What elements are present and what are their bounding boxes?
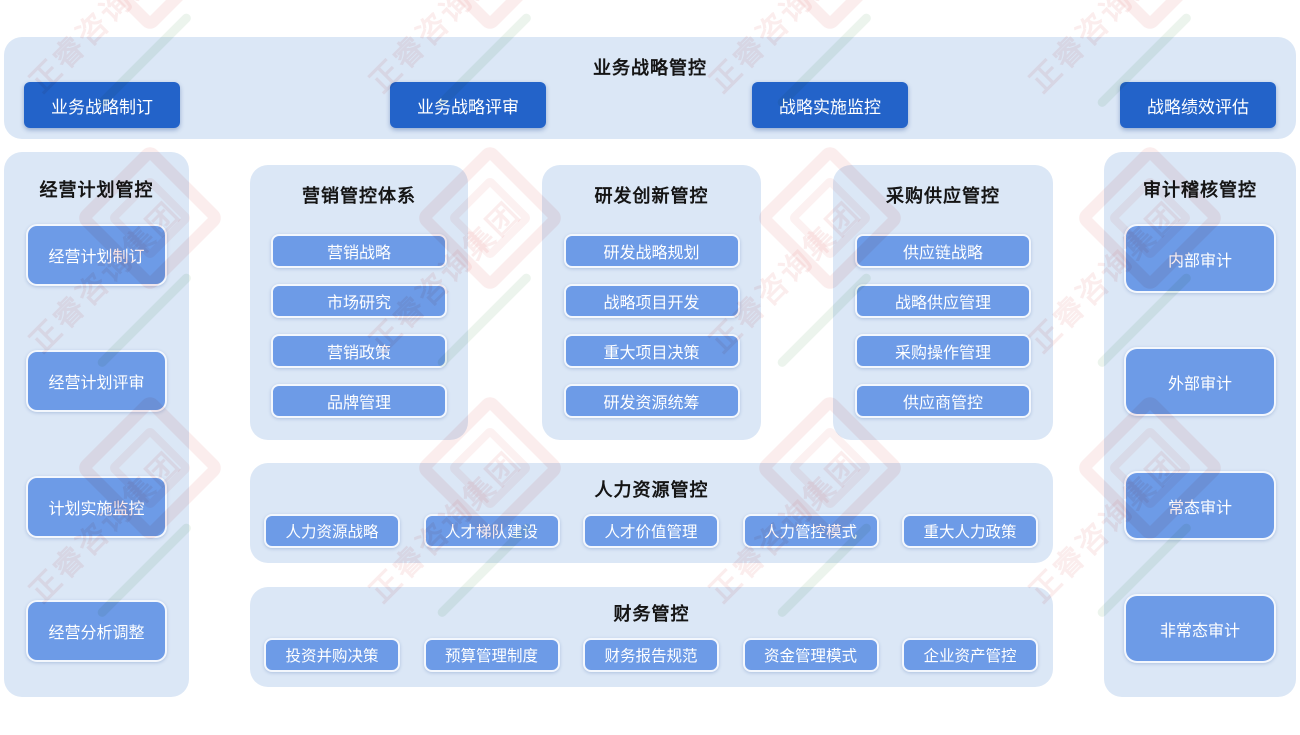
plan-item[interactable]: 经营计划评审	[26, 350, 167, 412]
hr-item[interactable]: 人力资源战略	[264, 514, 400, 548]
audit-item[interactable]: 内部审计	[1124, 224, 1276, 293]
procurement-item[interactable]: 供应商管控	[855, 384, 1031, 418]
hr-items-row: 人力资源战略 人才梯队建设 人才价值管理 人力管控模式 重大人力政策	[264, 514, 1038, 548]
hr-item[interactable]: 人才价值管理	[583, 514, 719, 548]
strategy-performance-eval-button[interactable]: 战略绩效评估	[1120, 82, 1276, 128]
watermark-logo-icon	[755, 0, 905, 33]
procurement-title: 采购供应管控	[886, 186, 1000, 206]
finance-item[interactable]: 投资并购决策	[264, 638, 400, 672]
audit-item[interactable]: 常态审计	[1124, 471, 1276, 540]
strategy-implementation-monitor-button[interactable]: 战略实施监控	[752, 82, 908, 128]
watermark-logo-icon	[75, 0, 225, 33]
hr-item[interactable]: 人才梯队建设	[423, 514, 560, 548]
finance-item[interactable]: 财务报告规范	[583, 638, 719, 672]
watermark-logo-icon	[1075, 0, 1225, 33]
finance-item[interactable]: 企业资产管控	[902, 638, 1038, 672]
procurement-item[interactable]: 供应链战略	[855, 234, 1031, 268]
hr-panel: 人力资源管控 人力资源战略 人才梯队建设 人才价值管理 人力管控模式 重大人力政…	[250, 463, 1053, 563]
business-strategy-panel: 业务战略管控 业务战略制订 业务战略评审 战略实施监控 战略绩效评估	[4, 37, 1296, 139]
rnd-item[interactable]: 重大项目决策	[563, 334, 740, 368]
finance-item[interactable]: 资金管理模式	[742, 638, 879, 672]
finance-title: 财务管控	[613, 604, 690, 624]
marketing-item[interactable]: 营销战略	[271, 234, 447, 268]
operating-plan-title: 经营计划管控	[39, 180, 154, 200]
plan-item[interactable]: 经营计划制订	[26, 224, 167, 286]
marketing-title: 营销管控体系	[302, 186, 416, 206]
hr-item[interactable]: 重大人力政策	[902, 514, 1038, 548]
marketing-item[interactable]: 营销政策	[271, 334, 447, 368]
marketing-panel: 营销管控体系 营销战略 市场研究 营销政策 品牌管理	[250, 165, 468, 440]
rnd-item[interactable]: 研发资源统筹	[563, 384, 740, 418]
plan-item[interactable]: 计划实施监控	[26, 476, 167, 538]
rnd-item[interactable]: 研发战略规划	[563, 234, 740, 268]
audit-title: 审计稽核管控	[1143, 180, 1257, 200]
procurement-panel: 采购供应管控 供应链战略 战略供应管理 采购操作管理 供应商管控	[833, 165, 1053, 440]
rnd-item[interactable]: 战略项目开发	[563, 284, 740, 318]
procurement-item[interactable]: 战略供应管理	[855, 284, 1031, 318]
strategy-review-button[interactable]: 业务战略评审	[390, 82, 546, 128]
audit-item[interactable]: 非常态审计	[1124, 594, 1276, 663]
procurement-item[interactable]: 采购操作管理	[855, 334, 1031, 368]
hr-item[interactable]: 人力管控模式	[742, 514, 879, 548]
marketing-item[interactable]: 市场研究	[271, 284, 447, 318]
marketing-item[interactable]: 品牌管理	[271, 384, 447, 418]
finance-items-row: 投资并购决策 预算管理制度 财务报告规范 资金管理模式 企业资产管控	[264, 638, 1038, 672]
strategy-formulation-button[interactable]: 业务战略制订	[24, 82, 180, 128]
finance-item[interactable]: 预算管理制度	[423, 638, 560, 672]
rnd-title: 研发创新管控	[594, 186, 709, 206]
audit-item[interactable]: 外部审计	[1124, 347, 1276, 416]
rnd-panel: 研发创新管控 研发战略规划 战略项目开发 重大项目决策 研发资源统筹	[542, 165, 761, 440]
plan-item[interactable]: 经营分析调整	[26, 600, 167, 662]
hr-title: 人力资源管控	[594, 480, 709, 500]
operating-plan-panel: 经营计划管控 经营计划制订 经营计划评审 计划实施监控 经营分析调整	[4, 152, 189, 697]
audit-panel: 审计稽核管控 内部审计 外部审计 常态审计 非常态审计	[1104, 152, 1296, 697]
business-strategy-title: 业务战略管控	[593, 58, 707, 78]
watermark-logo-icon	[415, 0, 565, 33]
finance-panel: 财务管控 投资并购决策 预算管理制度 财务报告规范 资金管理模式 企业资产管控	[250, 587, 1053, 687]
